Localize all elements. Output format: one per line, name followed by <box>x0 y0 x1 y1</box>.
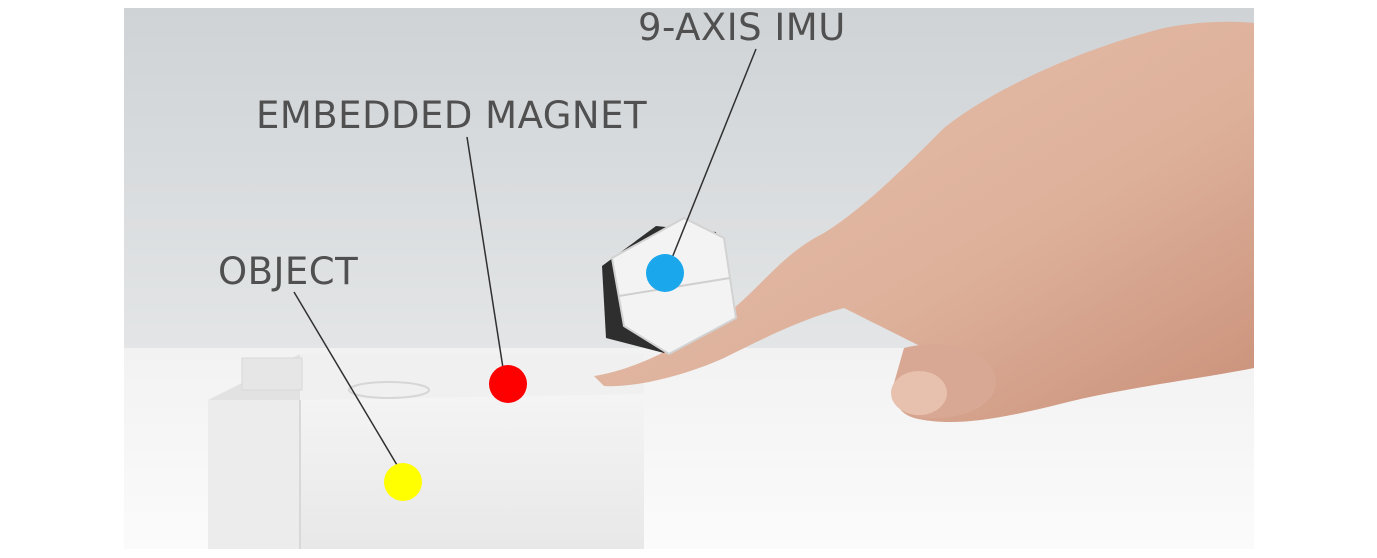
object-box <box>208 354 644 549</box>
object-marker <box>384 463 422 501</box>
magnet-marker <box>489 365 527 403</box>
magnet-label: EMBEDDED MAGNET <box>256 94 648 137</box>
imu-marker <box>646 254 684 292</box>
magnet-leader-line <box>466 136 504 369</box>
object-label: OBJECT <box>218 250 359 293</box>
hand <box>594 21 1254 423</box>
imu-leader-line <box>671 48 757 259</box>
imu-label: 9-AXIS IMU <box>638 6 846 49</box>
scene-photo <box>124 8 1254 549</box>
object-leader-line <box>293 291 398 466</box>
